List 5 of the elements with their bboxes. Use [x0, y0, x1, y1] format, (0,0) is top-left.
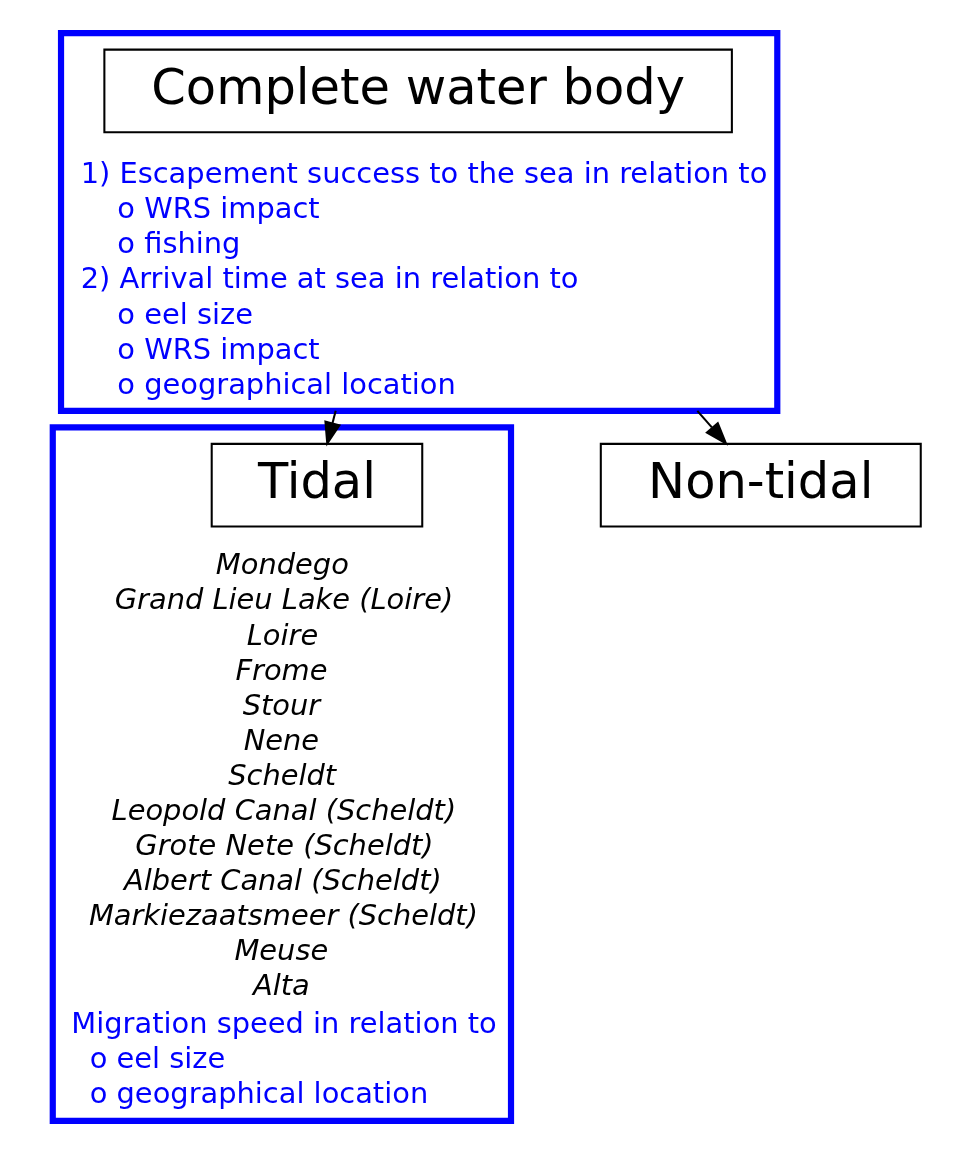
node-box: Complete water body [103, 48, 733, 134]
arrow [324, 410, 342, 447]
node-box: Tidal [210, 442, 424, 528]
node-box: Non-tidal [599, 442, 922, 528]
arrow [696, 410, 728, 446]
